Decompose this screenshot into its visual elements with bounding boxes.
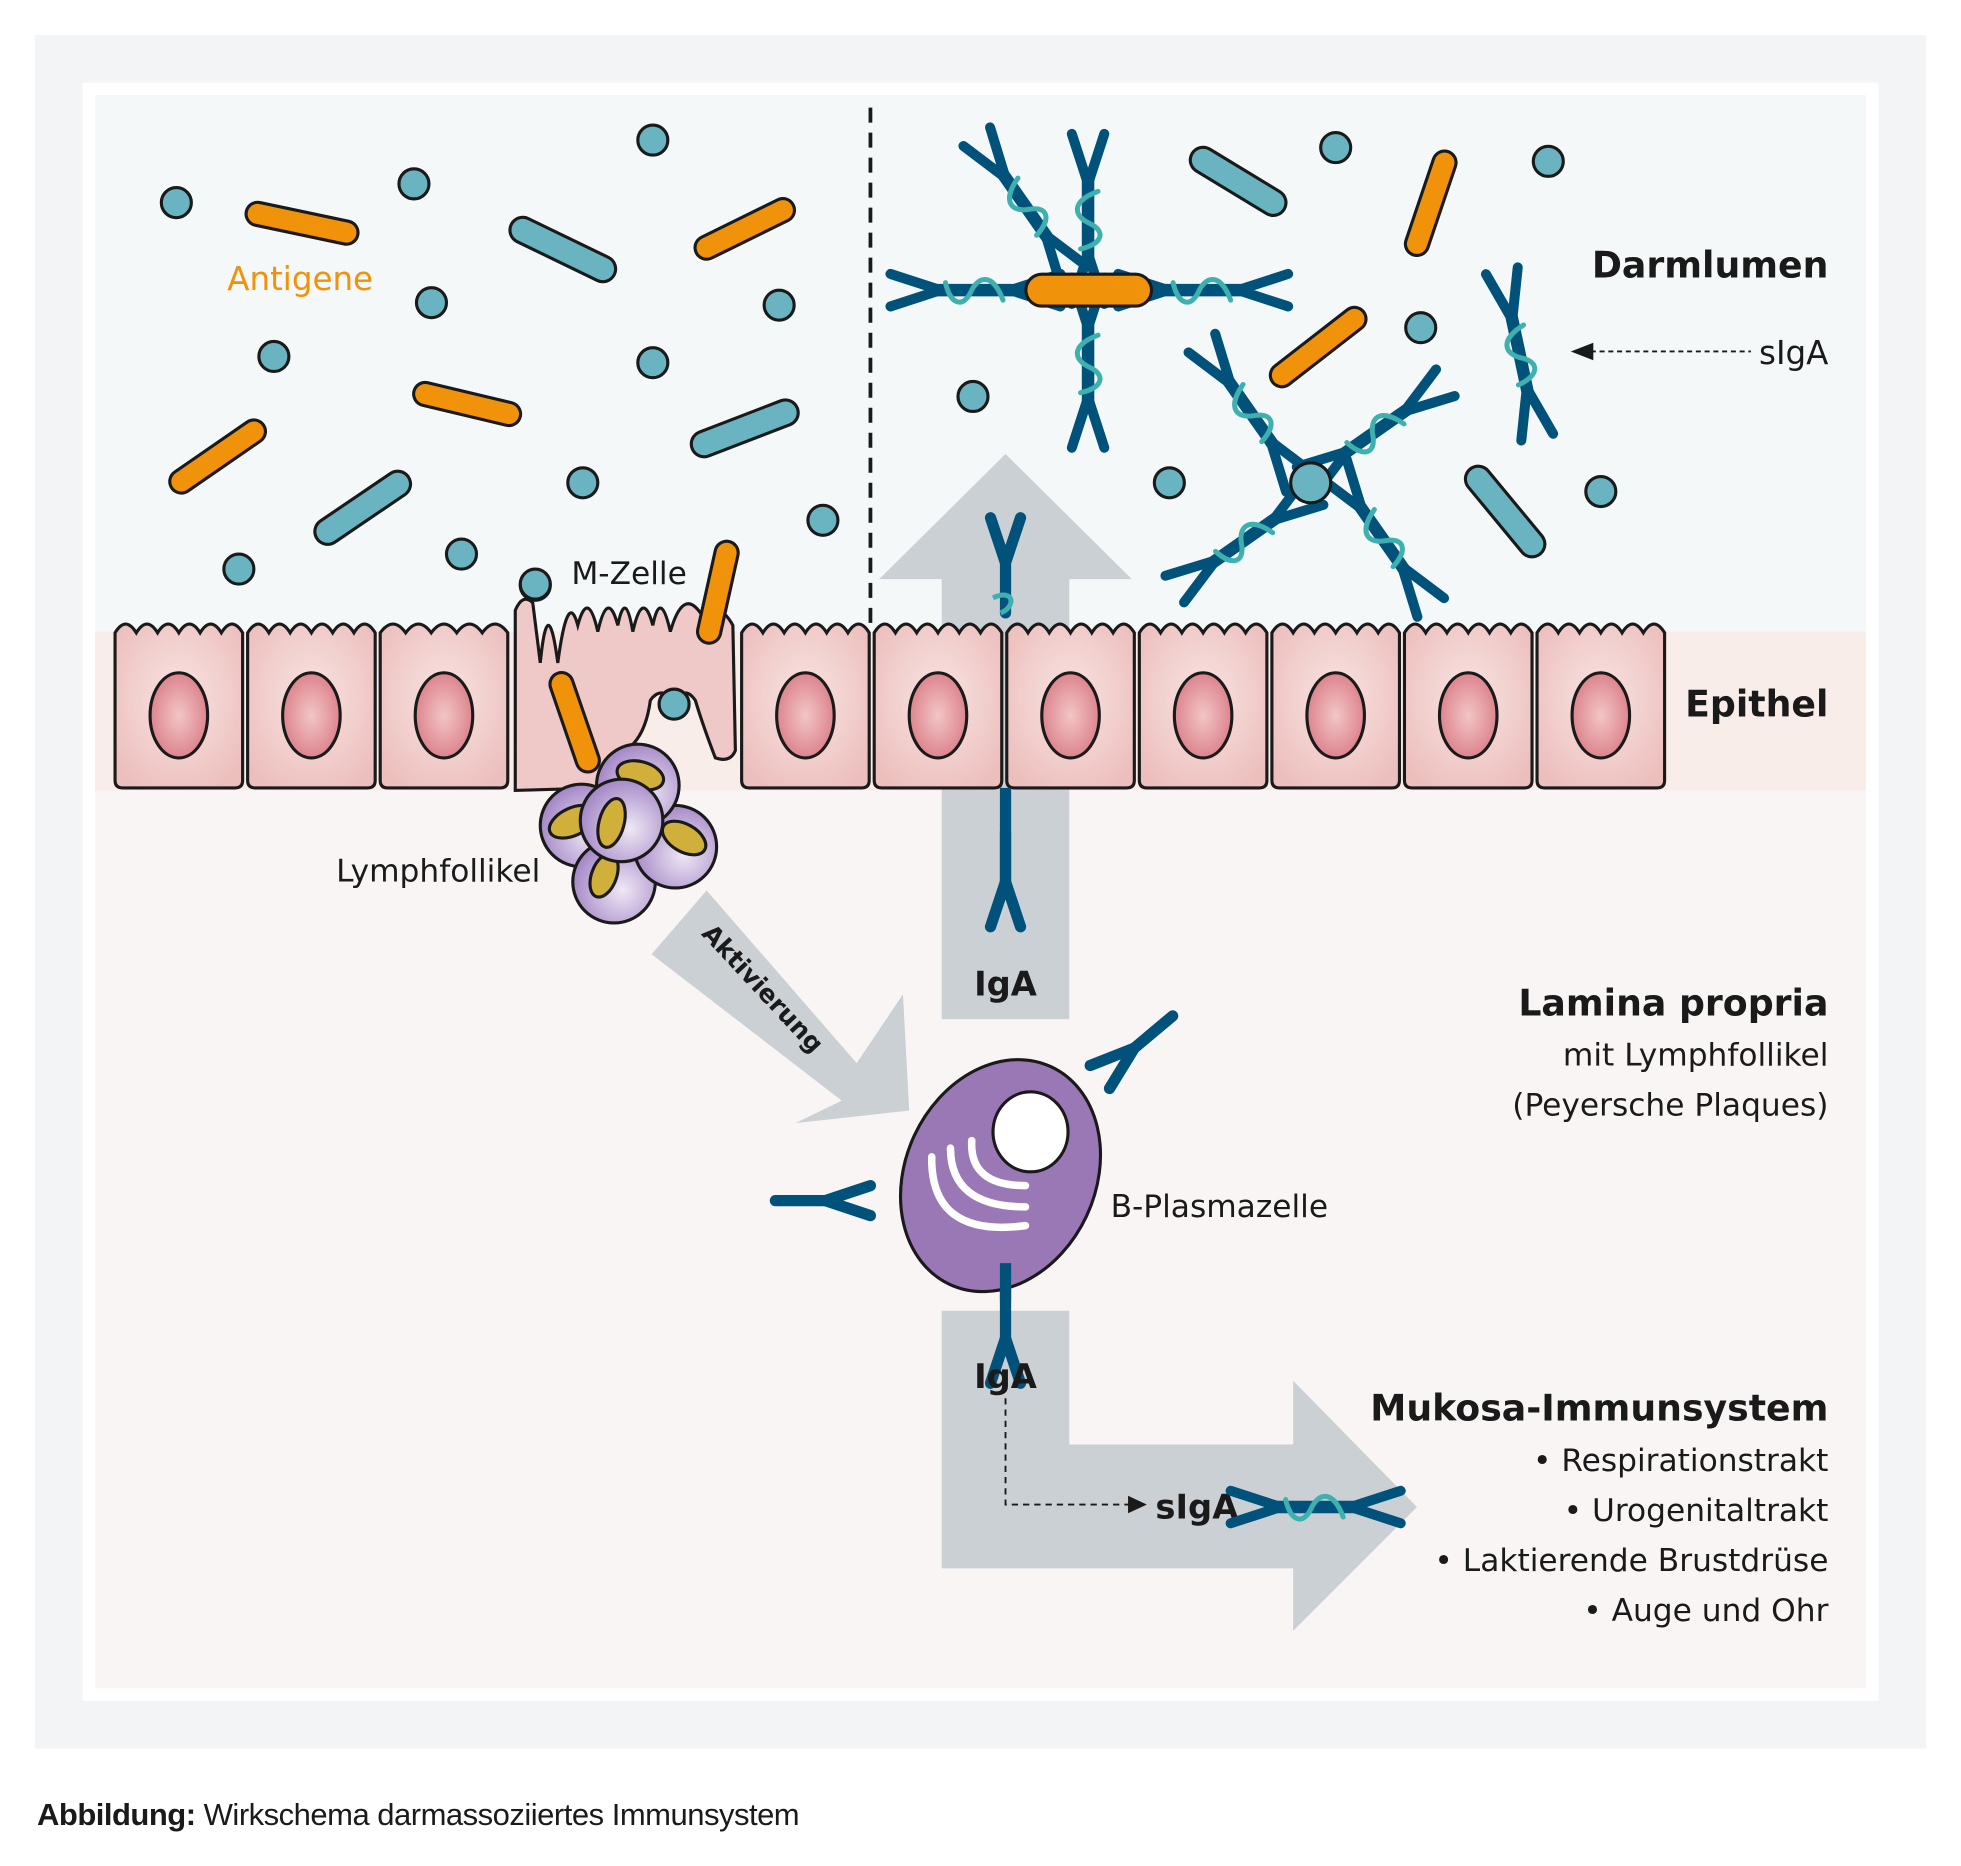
antigen-sphere (397, 167, 431, 201)
antigen-rod-orange (415, 383, 520, 424)
epithel-cells (113, 622, 1667, 790)
m-zelle-label: M-Zelle (571, 556, 686, 592)
caption-prefix: Abbildung: (37, 1797, 196, 1832)
antigen-rod-orange (551, 674, 598, 771)
antigen-sphere (657, 687, 691, 721)
cell-nucleus (1570, 671, 1632, 760)
antigen-sphere (222, 552, 256, 586)
antigen-sphere (444, 537, 479, 571)
mukosa-title: Mukosa-Immunsystem (1370, 1387, 1828, 1430)
antigen-sphere (956, 379, 990, 414)
antigen-sphere (1289, 461, 1333, 505)
antigene-label: Antigene (227, 260, 373, 298)
cell-nucleus (413, 671, 475, 760)
siga-label: sIgA (1759, 334, 1828, 372)
mukosa-item: • Urogenitaltrakt (1564, 1493, 1829, 1529)
antigen-sphere (806, 503, 840, 537)
lymph-follicle (538, 742, 719, 925)
antigen-sphere (566, 466, 600, 500)
antigen-rod-orange (1271, 308, 1365, 386)
antigen-sphere (1152, 466, 1186, 500)
cell-nucleus (775, 671, 836, 760)
antigen-sphere (636, 346, 670, 380)
siga-complex-sphere (1165, 334, 1454, 617)
m-cell (513, 539, 740, 793)
antigen-rod-orange (699, 542, 737, 642)
cell-nucleus (1437, 671, 1499, 760)
antigen-rod-orange (171, 421, 264, 492)
lamina-propria-title: Lamina propria (1518, 982, 1828, 1025)
antigen-sphere (762, 288, 796, 322)
antigen-rod-orange (247, 203, 357, 243)
lymphfollikel-label: Lymphfollikel (336, 854, 540, 890)
antigen-sphere (518, 567, 552, 601)
antigen-sphere (1531, 144, 1565, 178)
cell-nucleus (907, 671, 969, 760)
cell-nucleus (281, 671, 342, 760)
antigen-rod-teal (1191, 148, 1285, 214)
antigen-sphere (257, 339, 291, 374)
cell-nucleus (1172, 671, 1234, 760)
siga-lower-label: sIgA (1155, 1487, 1238, 1526)
antigen-rod-teal (511, 218, 615, 281)
antigen-sphere (636, 123, 670, 157)
antigen-rod-orange (696, 200, 793, 258)
activation-arrow (651, 890, 910, 1124)
antigens-left (159, 123, 840, 602)
nucleus (991, 1090, 1070, 1174)
cell-nucleus (148, 671, 210, 760)
antigen-sphere (1319, 131, 1353, 165)
siga-complex-rod (890, 127, 1288, 447)
antigen-sphere (414, 286, 449, 320)
figure-caption: Abbildung: Wirkschema darmassoziiertes I… (37, 1797, 800, 1833)
antigen-rod-orange (1406, 152, 1455, 254)
transport-arrow-right (941, 1310, 1417, 1631)
antigen-sphere (1404, 311, 1438, 345)
mukosa-item: • Auge und Ohr (1583, 1593, 1828, 1629)
antigen-rod-teal (1466, 467, 1544, 556)
b-plasma-cell (775, 1004, 1182, 1294)
mukosa-item: • Respirationstrakt (1533, 1443, 1828, 1479)
antigen-rod-teal (692, 401, 797, 456)
antigen-rod-teal (316, 472, 409, 543)
lamina-propria-sub2: (Peyersche Plaques) (1512, 1088, 1828, 1124)
darmlumen-label: Darmlumen (1592, 244, 1829, 287)
cell-nucleus (1305, 671, 1367, 760)
iga-lower-label: IgA (974, 1357, 1037, 1396)
cell-nucleus (1040, 671, 1101, 760)
antigen-sphere (159, 186, 193, 220)
iga-upper-label: IgA (974, 965, 1037, 1004)
lamina-propria-sub1: mit Lymphfollikel (1563, 1038, 1829, 1074)
mukosa-item: • Laktierende Brustdrüse (1434, 1543, 1828, 1579)
caption-text: Wirkschema darmassoziiertes Immunsystem (195, 1797, 800, 1832)
arrowhead-icon (1570, 342, 1594, 361)
b-plasmazelle-label: B-Plasmazelle (1111, 1189, 1328, 1225)
antigen-sphere (1584, 474, 1618, 509)
epithel-label: Epithel (1685, 683, 1828, 726)
arrowhead-icon (1128, 1495, 1147, 1514)
antigens-right (956, 131, 1618, 559)
